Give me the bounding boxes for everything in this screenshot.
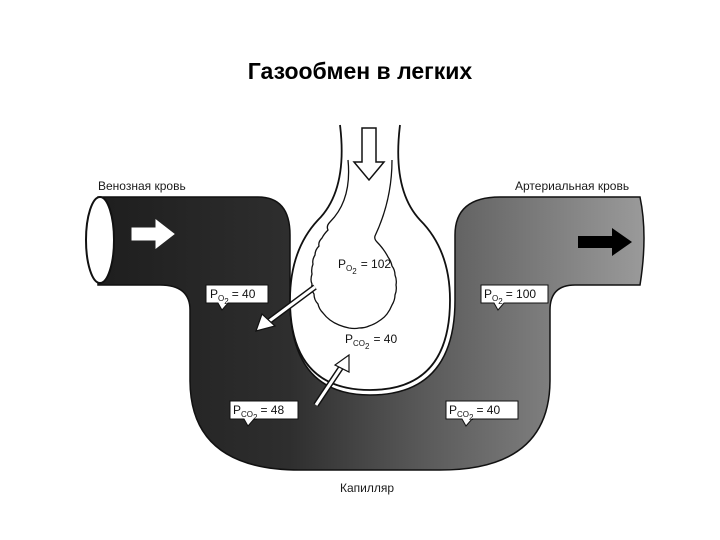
venous-po2-badge: PO2= 40 xyxy=(205,284,269,311)
arterial-flow-arrow xyxy=(578,228,632,256)
venous-pco2-badge: PCO2= 48 xyxy=(229,400,299,427)
alveolus-pco2: PCO2= 40 xyxy=(345,332,397,351)
airflow-arrow xyxy=(352,127,386,182)
arterial-pco2-badge: PCO2= 40 xyxy=(445,400,519,427)
svg-text:PCO2= 40: PCO2= 40 xyxy=(449,403,500,422)
venous-flow-arrow xyxy=(131,218,175,250)
svg-text:PCO2= 48: PCO2= 48 xyxy=(233,403,284,422)
svg-text:PO2= 40: PO2= 40 xyxy=(210,287,256,306)
capillary-label: Капилляр xyxy=(340,481,394,495)
airway-duct xyxy=(289,124,451,391)
alveolar-membrane xyxy=(310,159,397,330)
co2-diffusion-arrow xyxy=(313,353,350,407)
o2-diffusion-arrow xyxy=(255,284,317,332)
page-title: Газообмен в легких xyxy=(247,58,473,84)
venous-blood-label: Венозная кровь xyxy=(98,179,186,193)
arterial-blood-label: Артериальная кровь xyxy=(515,179,629,193)
svg-text:PO2= 100: PO2= 100 xyxy=(484,287,536,306)
alveolus-po2: PO2= 102 xyxy=(338,257,391,276)
arterial-po2-badge: PO2= 100 xyxy=(480,284,549,311)
venous-vessel-opening xyxy=(85,196,115,284)
